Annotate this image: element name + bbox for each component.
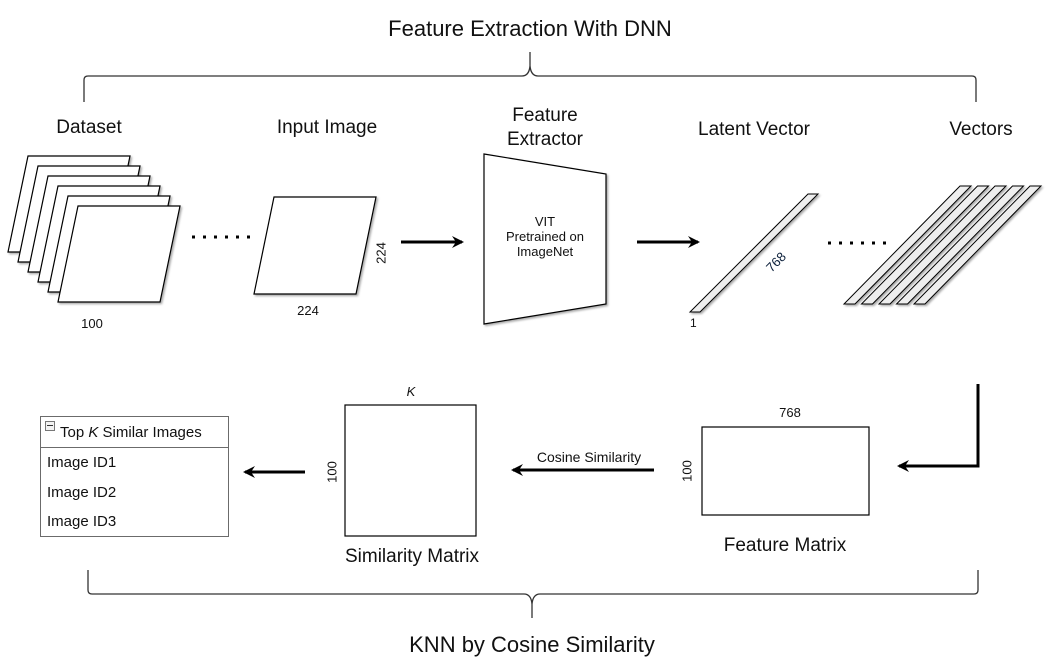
feature-extractor-label-line2: Extractor — [506, 129, 584, 150]
top-k-results-list: Top K Similar Images Image ID1 Image ID2… — [40, 416, 229, 537]
cosine-similarity-label: Cosine Similarity — [536, 449, 642, 465]
list-item[interactable]: Image ID2 — [47, 483, 117, 501]
dataset-label: Dataset — [56, 117, 122, 138]
results-title-suffix: Similar Images — [98, 424, 202, 441]
feature-extractor-label-line1: Feature — [512, 105, 578, 126]
similarity-matrix-cols-label: K — [406, 384, 416, 399]
vector-strip — [912, 185, 1043, 305]
input-image-height-label: 224 — [373, 242, 389, 264]
latent-vector-width-label: 1 — [690, 316, 697, 330]
input-image-width-label: 224 — [297, 303, 319, 318]
feature-extractor-model-text: VIT Pretrained on ImageNet — [484, 214, 606, 259]
dataset-stack — [7, 155, 181, 303]
feature-matrix-cols-label: 768 — [779, 405, 801, 420]
input-image-shape — [253, 196, 377, 295]
vector-strip — [895, 185, 1025, 305]
similarity-matrix-shape — [344, 404, 477, 537]
latent-vector-label: Latent Vector — [698, 119, 810, 140]
feature-extractor-shape — [483, 153, 607, 325]
vectors-label: Vectors — [949, 119, 1013, 140]
vector-strip — [860, 185, 990, 305]
top-brace — [83, 52, 977, 102]
model-dataset-line: ImageNet — [516, 244, 574, 259]
feature-matrix-label: Feature Matrix — [723, 535, 847, 556]
bottom-brace — [87, 570, 979, 618]
similarity-matrix-label: Similarity Matrix — [344, 546, 480, 567]
latent-vector-shape — [688, 193, 820, 313]
bottom-section-title: KNN by Cosine Similarity — [409, 632, 655, 657]
feature-matrix-shape — [701, 426, 870, 516]
similarity-matrix-rows-label: 100 — [324, 461, 340, 483]
results-title-prefix: Top — [60, 424, 89, 441]
input-image-label: Input Image — [276, 117, 378, 138]
arrow-to-feature-matrix — [897, 384, 980, 472]
list-item[interactable]: Image ID3 — [47, 513, 117, 530]
vectors-stack — [842, 185, 1043, 305]
results-list-header[interactable]: Top K Similar Images — [41, 417, 228, 448]
list-item[interactable]: Image ID1 — [47, 454, 117, 471]
top-section-title: Feature Extraction With DNN — [388, 16, 672, 41]
model-pretrain-line: Pretrained on — [505, 229, 585, 244]
collapse-toggle-icon[interactable] — [45, 421, 55, 431]
vector-strip — [877, 185, 1008, 305]
dataset-count-label: 100 — [81, 316, 103, 331]
vector-strip — [842, 185, 973, 305]
results-title-k: K — [88, 424, 99, 441]
model-name: VIT — [534, 214, 556, 229]
feature-matrix-rows-label: 100 — [679, 460, 695, 482]
dataset-image-sheet — [57, 205, 181, 303]
